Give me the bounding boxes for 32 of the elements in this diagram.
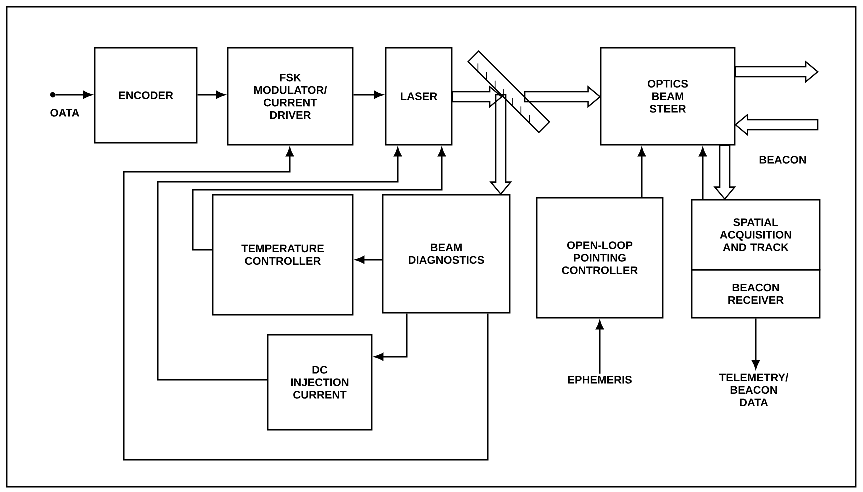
arrow bbox=[56, 91, 92, 99]
arrow bbox=[752, 318, 760, 370]
beam-label: BEACON bbox=[760, 156, 806, 164]
beam-arrow bbox=[452, 86, 504, 108]
process-box: SPATIAL ACQUISITION AND TRACK bbox=[691, 199, 821, 271]
process-box: OPEN-LOOP POINTING CONTROLLER bbox=[536, 197, 664, 319]
arrow bbox=[374, 314, 408, 361]
beam-arrow bbox=[714, 145, 736, 200]
arrow bbox=[356, 256, 382, 264]
process-box: LASER bbox=[385, 47, 453, 146]
process-box: FSK MODULATOR/ CURRENT DRIVER bbox=[227, 47, 354, 146]
process-box: TEMPERATURE CONTROLLER bbox=[212, 194, 354, 316]
beam-arrow bbox=[524, 86, 602, 108]
arrow bbox=[192, 148, 446, 251]
process-box: BEACON RECEIVER bbox=[691, 269, 821, 319]
input-label: EPHEMERIS bbox=[568, 376, 632, 384]
process-box: ENCODER bbox=[94, 47, 198, 144]
beam-arrow bbox=[735, 60, 820, 84]
beam-arrow bbox=[490, 94, 512, 196]
process-box: DC INJECTION CURRENT bbox=[267, 334, 373, 431]
arrow bbox=[123, 148, 489, 461]
process-box: OPTICS BEAM STEER bbox=[600, 47, 736, 146]
arrow bbox=[198, 91, 226, 99]
process-box: BEAM DIAGNOSTICS bbox=[382, 194, 511, 314]
arrow bbox=[638, 148, 646, 198]
arrow bbox=[157, 148, 402, 381]
arrow bbox=[596, 320, 604, 374]
beam-arrow bbox=[734, 114, 819, 136]
input-label: OATA bbox=[50, 109, 80, 117]
output-label: TELEMETRY/ BEACON DATA bbox=[720, 374, 789, 406]
arrow bbox=[354, 91, 384, 99]
arrow bbox=[699, 148, 707, 200]
